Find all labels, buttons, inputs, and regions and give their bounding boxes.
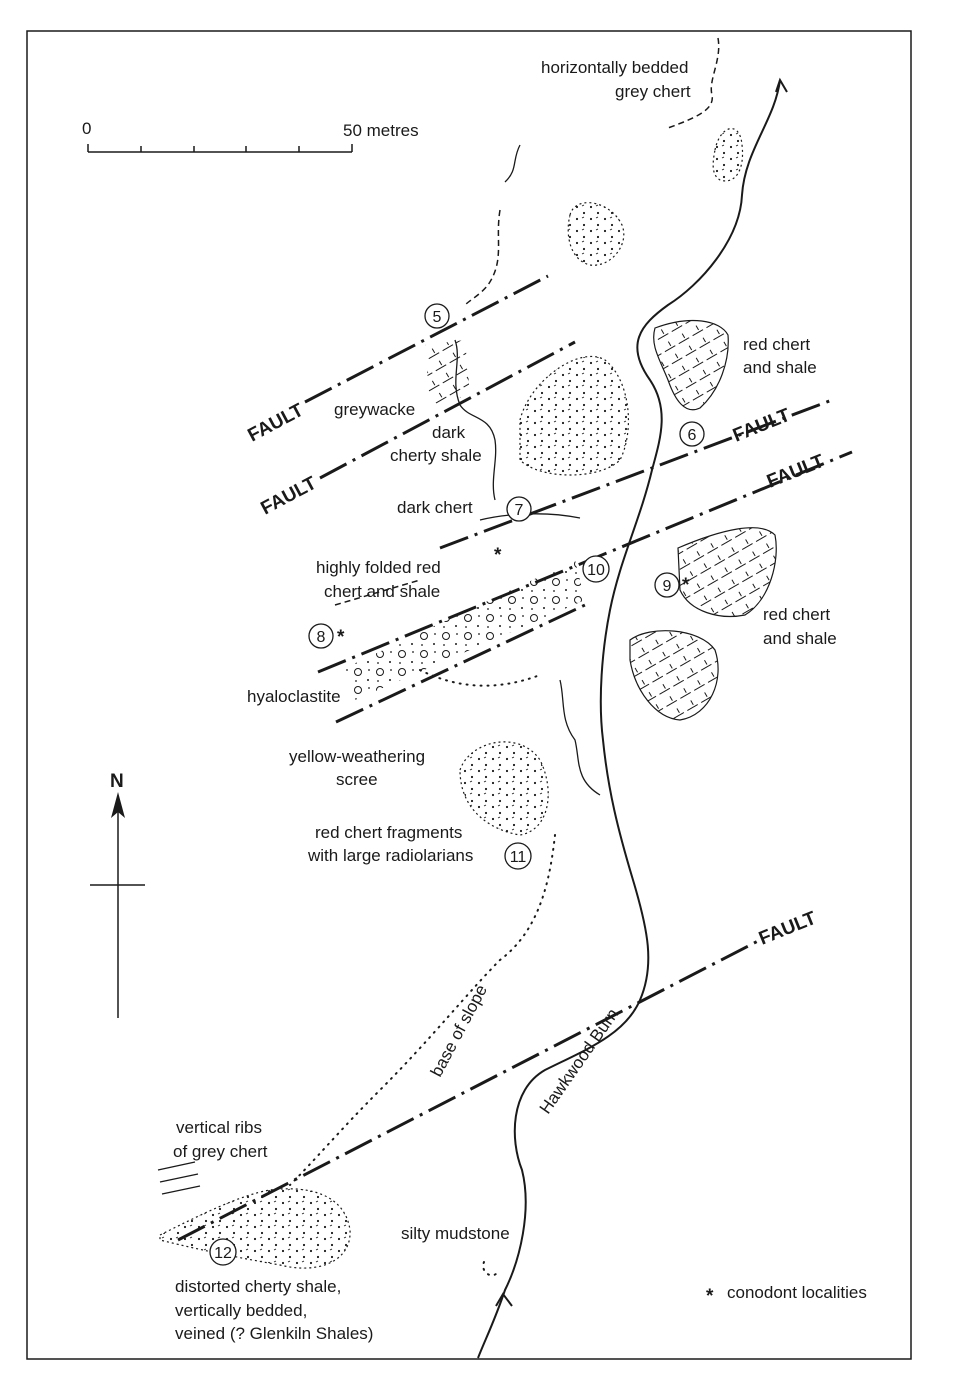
- scale-start-label: 0: [82, 119, 91, 138]
- river-name-label: Hawkwood Burn: [536, 1005, 623, 1117]
- glenkiln-shales-outcrop: [159, 1188, 351, 1269]
- label-distorted-2: vertically bedded,: [175, 1301, 307, 1320]
- localities: 5 6 7 8 * 9 * 10 11 12: [209, 303, 705, 1266]
- conodont-marker-9: *: [682, 575, 690, 596]
- map-labels: horizontally bedded grey chert red chert…: [173, 58, 837, 1343]
- north-label: N: [110, 771, 124, 792]
- label-vertical-ribs: vertical ribs: [176, 1118, 262, 1137]
- fault-label-2: FAULT: [257, 473, 320, 520]
- yellow-scree-outcrop: [459, 741, 549, 836]
- locality-6: 6: [679, 421, 705, 447]
- locality-10: 10: [582, 555, 610, 583]
- label-grey-chert: grey chert: [615, 82, 691, 101]
- label-horizontally-bedded: horizontally bedded: [541, 58, 688, 77]
- locality-5: 5: [424, 303, 450, 329]
- river-flow-arrow-north-icon: [775, 77, 788, 93]
- label-large-radiolarians: with large radiolarians: [307, 846, 473, 865]
- north-arrow: N: [90, 771, 145, 1018]
- svg-text:8: 8: [317, 629, 326, 646]
- scree-outcrop-central: [519, 355, 630, 476]
- red-chert-area-e2: [629, 630, 719, 721]
- legend-conodont-symbol: *: [706, 1286, 714, 1307]
- label-dark: dark: [432, 423, 466, 442]
- label-hyaloclastite: hyaloclastite: [247, 687, 341, 706]
- locality-9: 9 *: [654, 572, 690, 598]
- fault-label-1: FAULT: [244, 400, 307, 447]
- label-red-chert-fragments: red chert fragments: [315, 823, 462, 842]
- label-red-chert-e-1: red chert: [763, 605, 830, 624]
- scree-outcrop-north: [567, 202, 625, 266]
- svg-text:12: 12: [214, 1245, 232, 1262]
- scale-bar: 0 50 metres: [82, 119, 419, 153]
- label-silty-mudstone: silty mudstone: [401, 1224, 510, 1243]
- fault-label-4: FAULT: [764, 451, 828, 493]
- scale-end-label: 50 metres: [343, 121, 419, 140]
- label-scree: scree: [336, 770, 378, 789]
- legend-conodont-text: conodont localities: [727, 1283, 867, 1302]
- locality-11: 11: [504, 842, 532, 870]
- conodont-marker-dark-chert: *: [494, 545, 502, 566]
- label-yellow-weathering: yellow-weathering: [289, 747, 425, 766]
- locality-8: 8 *: [308, 623, 345, 649]
- label-highly-folded-1: highly folded red: [316, 558, 441, 577]
- label-distorted-1: distorted cherty shale,: [175, 1277, 341, 1296]
- svg-text:9: 9: [663, 578, 672, 595]
- river-flow-arrow-south-icon: [495, 1292, 513, 1307]
- label-of-grey-chert: of grey chert: [173, 1142, 268, 1161]
- svg-text:7: 7: [515, 502, 524, 519]
- svg-text:10: 10: [587, 562, 605, 579]
- label-cherty-shale: cherty shale: [390, 446, 482, 465]
- hawkwood-burn-river: Hawkwood Burn: [477, 77, 788, 1359]
- conodont-marker-8: *: [337, 627, 345, 648]
- red-chert-area-e1: [677, 527, 777, 617]
- svg-text:5: 5: [433, 309, 442, 326]
- grey-chert-outcrop-ne: [712, 127, 744, 182]
- label-red-chert-ne-2: and shale: [743, 358, 817, 377]
- label-red-chert-e-2: and shale: [763, 629, 837, 648]
- fault-label-5: FAULT: [756, 908, 820, 950]
- legend: * conodont localities: [706, 1283, 867, 1307]
- grey-chert-ribs: [157, 1161, 201, 1195]
- label-dark-chert: dark chert: [397, 498, 473, 517]
- label-highly-folded-2: chert and shale: [324, 582, 440, 601]
- label-distorted-3: veined (? Glenkiln Shales): [175, 1324, 373, 1343]
- locality-7: 7: [506, 496, 532, 522]
- label-base-of-slope: base of slope: [427, 982, 491, 1080]
- locality-12: 12: [209, 1238, 237, 1266]
- svg-text:11: 11: [510, 849, 527, 866]
- svg-text:6: 6: [688, 427, 697, 444]
- chert-shale-areas: [425, 319, 777, 721]
- north-arrowhead-icon: [111, 792, 125, 818]
- greywacke-area: [425, 340, 470, 405]
- red-chert-area-ne: [653, 319, 729, 411]
- outcrops: [157, 127, 744, 1277]
- label-greywacke: greywacke: [334, 400, 415, 419]
- label-red-chert-ne-1: red chert: [743, 335, 810, 354]
- fault-label-3: FAULT: [730, 405, 794, 447]
- map-frame: [26, 30, 912, 1360]
- hyaloclastite-outcrop: [345, 560, 585, 700]
